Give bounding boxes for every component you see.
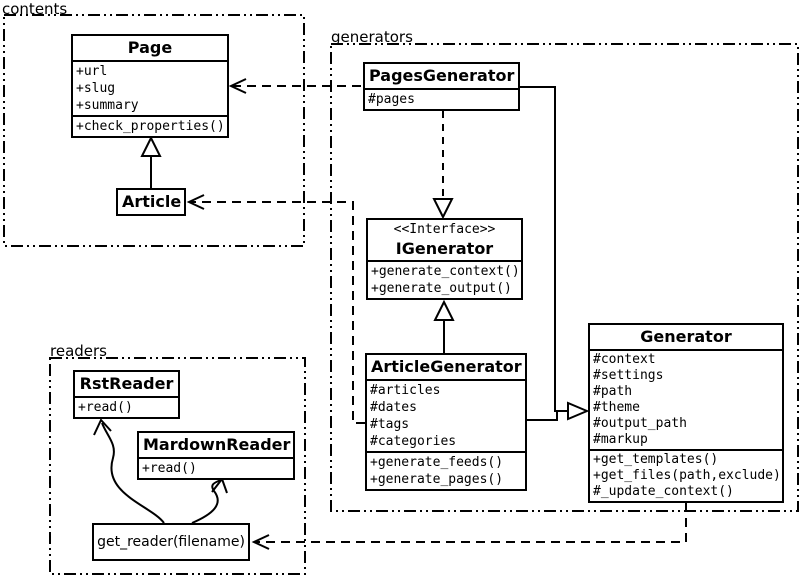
class-igenerator: <<Interface>> IGenerator +generate_conte… bbox=[366, 218, 523, 300]
inheritance-arrow-article-page bbox=[140, 135, 162, 188]
class-pagesgenerator: PagesGenerator #pages bbox=[363, 62, 520, 111]
class-igenerator-header: <<Interface>> IGenerator bbox=[368, 220, 521, 260]
method-label: +get_files(path,exclude) bbox=[593, 468, 779, 483]
class-article: Article bbox=[116, 188, 186, 216]
package-contents-border bbox=[3, 14, 305, 247]
realization-arrow-pagesgenerator-igenerator bbox=[432, 111, 454, 220]
class-pagesgenerator-title: PagesGenerator bbox=[369, 66, 515, 85]
attribute-label: #categories bbox=[370, 434, 457, 449]
method-label: +get_templates() bbox=[593, 452, 719, 467]
dependency-arrow-pagesgenerator-page bbox=[228, 78, 361, 94]
attribute-label: +summary bbox=[76, 98, 139, 113]
interface-stereotype: <<Interface>> bbox=[393, 222, 496, 237]
attribute-label: #path bbox=[593, 384, 633, 399]
class-mardownreader-title: MardownReader bbox=[143, 435, 291, 454]
class-generator-methods: +get_templates() +get_files(path,exclude… bbox=[590, 449, 782, 501]
attribute-label: #pages bbox=[368, 92, 415, 107]
arrow-getreader-rstreader bbox=[93, 418, 165, 524]
method-label: +generate_context() bbox=[371, 264, 518, 279]
class-articlegenerator-methods: +generate_feeds() +generate_pages() bbox=[367, 451, 525, 489]
class-page-title: Page bbox=[127, 38, 173, 57]
inheritance-arrow-generators-generator bbox=[520, 86, 590, 421]
package-generators-label: generators bbox=[331, 28, 413, 46]
class-generator-attributes: #context #settings #path #theme #output_… bbox=[590, 349, 782, 449]
class-rstreader-methods: +read() bbox=[75, 396, 178, 417]
package-contents-label: contents bbox=[2, 0, 68, 18]
dependency-arrow-articlegenerator-article bbox=[186, 194, 365, 424]
inheritance-arrow-articlegenerator-igenerator bbox=[433, 299, 455, 353]
class-page-attributes: +url +slug +summary bbox=[73, 60, 227, 115]
attribute-label: #theme bbox=[593, 400, 640, 415]
class-generator: Generator #context #settings #path #them… bbox=[588, 323, 784, 503]
class-articlegenerator: ArticleGenerator #articles #dates #tags … bbox=[365, 353, 527, 491]
attribute-label: #context bbox=[593, 352, 656, 367]
class-mardownreader-methods: +read() bbox=[139, 457, 293, 478]
method-label: +generate_output() bbox=[371, 281, 512, 296]
attribute-label: #output_path bbox=[593, 416, 687, 431]
class-rstreader-title: RstReader bbox=[79, 374, 174, 393]
attribute-label: #dates bbox=[370, 400, 417, 415]
method-label: +check_properties() bbox=[76, 119, 224, 134]
method-label: +generate_feeds() bbox=[370, 455, 504, 470]
class-article-title: Article bbox=[122, 192, 182, 211]
dependency-arrow-generator-getreader bbox=[251, 503, 687, 550]
method-label: +read() bbox=[78, 400, 133, 415]
package-readers-border bbox=[49, 357, 306, 575]
class-pagesgenerator-attributes: #pages bbox=[365, 88, 518, 109]
class-page-methods: +check_properties() bbox=[73, 115, 227, 136]
class-generator-title: Generator bbox=[640, 327, 732, 346]
class-igenerator-methods: +generate_context() +generate_output() bbox=[368, 260, 521, 298]
class-mardownreader: MardownReader +read() bbox=[137, 431, 295, 480]
class-rstreader: RstReader +read() bbox=[73, 370, 180, 419]
attribute-label: #markup bbox=[593, 432, 648, 447]
class-articlegenerator-attributes: #articles #dates #tags #categories bbox=[367, 379, 525, 451]
attribute-label: #articles bbox=[370, 383, 441, 398]
attribute-label: #tags bbox=[370, 417, 410, 432]
arrow-getreader-mardownreader bbox=[191, 476, 228, 524]
package-readers-label: readers bbox=[50, 342, 107, 360]
class-articlegenerator-title: ArticleGenerator bbox=[371, 357, 522, 376]
method-label: +generate_pages() bbox=[370, 472, 504, 487]
method-label: #_update_context() bbox=[593, 484, 734, 499]
package-generators-border bbox=[330, 43, 799, 512]
class-igenerator-title: IGenerator bbox=[395, 239, 494, 258]
attribute-label: +slug bbox=[76, 81, 116, 96]
attribute-label: +url bbox=[76, 64, 108, 79]
class-page: Page +url +slug +summary +check_properti… bbox=[71, 34, 229, 138]
attribute-label: #settings bbox=[593, 368, 664, 383]
get-reader-function-box: get_reader(filename) bbox=[92, 523, 250, 561]
method-label: +read() bbox=[142, 461, 197, 476]
